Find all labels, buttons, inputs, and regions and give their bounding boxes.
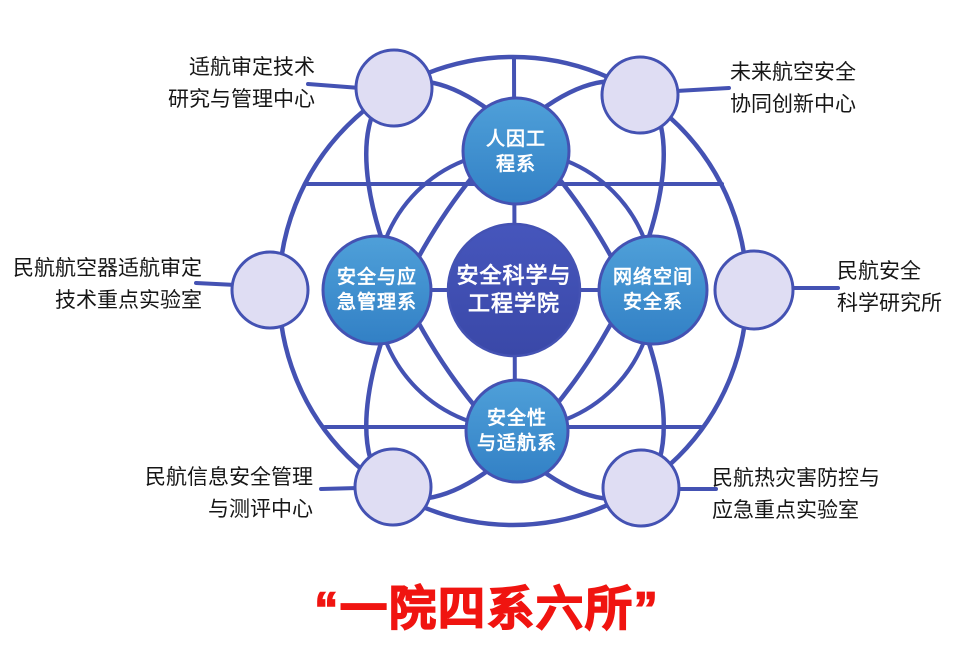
college-node-label: 安全科学与 工程学院: [456, 263, 572, 316]
stub-left: [194, 281, 238, 287]
institute-label-right: 民航安全 科学研究所: [837, 260, 942, 315]
institute-label-bottom-left: 民航信息安全管理 与测评中心: [145, 466, 313, 521]
dept-label-human-factors: 人因工 程系: [485, 129, 547, 175]
institute-node-bottom-right: [601, 448, 681, 528]
dept-label-cyberspace: 网络空间 安全系: [612, 267, 694, 313]
institute-node-right: [713, 249, 795, 331]
stub-top-left: [306, 82, 362, 90]
dept-node-cyberspace: [597, 234, 709, 346]
institute-label-top-right: 未来航空安全 协同创新中心: [730, 61, 856, 116]
institute-node-bottom-left: [353, 447, 433, 527]
dept-node-human-factors: [461, 96, 571, 206]
institute-label-left: 民航航空器适航审定 技术重点实验室: [13, 257, 202, 312]
institute-label-bottom-right: 民航热灾害防控与 应急重点实验室: [712, 467, 880, 522]
stub-bottom-left: [319, 486, 360, 491]
institute-node-top-right: [600, 55, 680, 135]
dept-node-airworthiness: [464, 378, 570, 484]
institute-node-left: [230, 250, 310, 330]
institute-label-top-left: 适航审定技术 研究与管理中心: [168, 56, 315, 111]
stub-top-right: [674, 86, 731, 93]
dept-label-airworthiness: 安全性 与适航系: [476, 408, 558, 454]
college-node: [446, 222, 582, 358]
dept-label-safety-emergency: 安全与应 急管理系: [336, 267, 418, 313]
caption-title: “一院四系六所”: [314, 581, 660, 636]
institute-node-top-left: [354, 48, 434, 128]
dept-node-safety-emergency: [321, 234, 433, 346]
